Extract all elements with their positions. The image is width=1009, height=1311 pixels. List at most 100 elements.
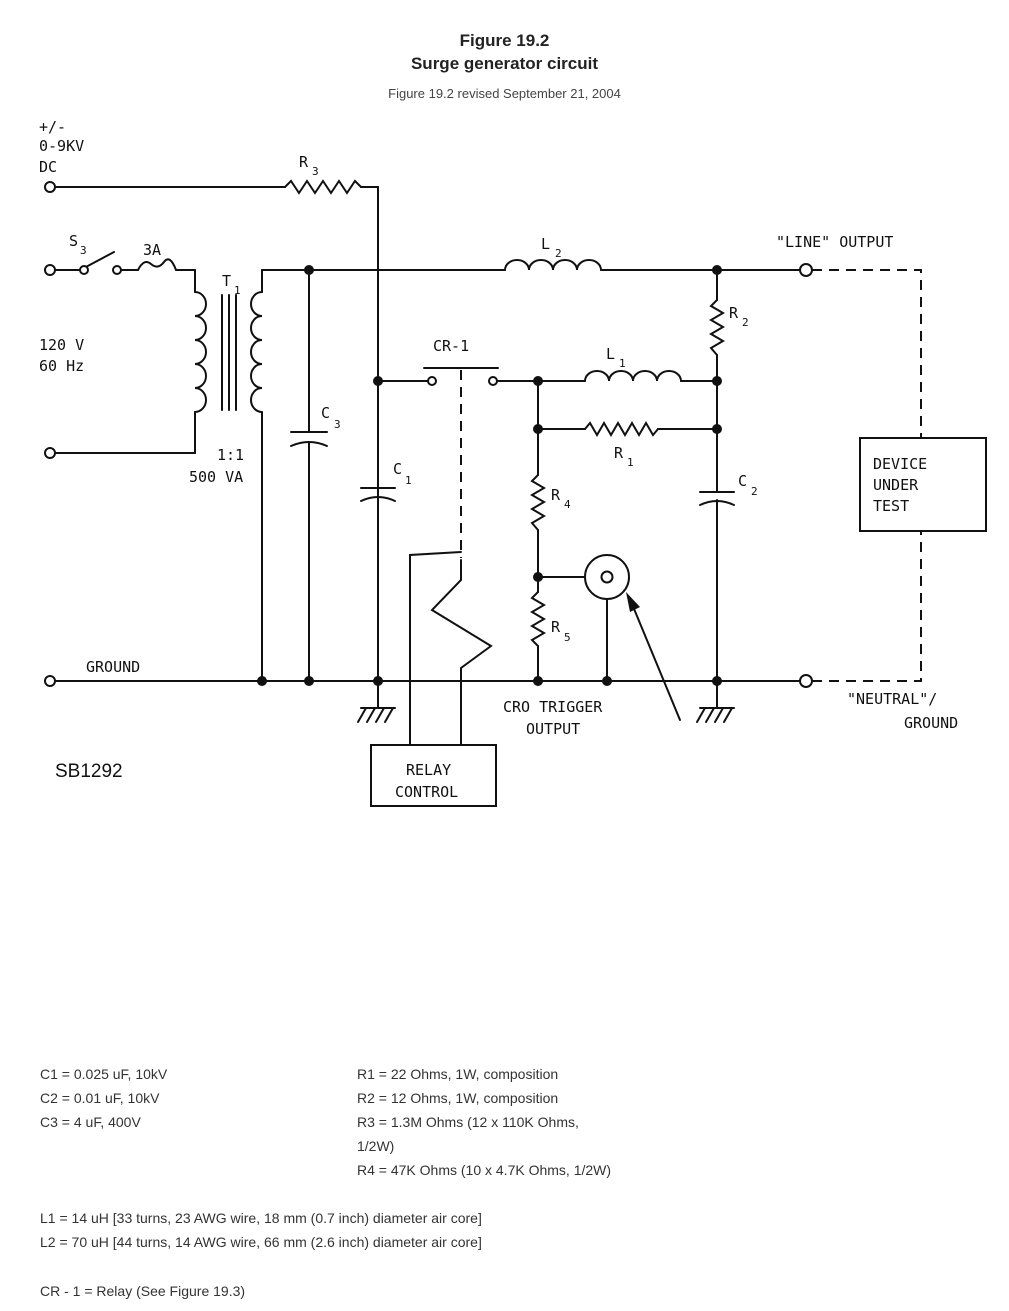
inductor-notes: L1 = 14 uH [33 turns, 23 AWG wire, 18 mm… [40,1206,482,1254]
cro-trigger-connector [584,554,630,600]
dc-polarity-label: +/- [39,118,66,136]
note-c2: C2 = 0.01 uF, 10kV [40,1090,160,1106]
c2-subscript: 2 [751,485,758,498]
relay-coil [430,559,493,746]
mains-voltage-label: 120 V [39,336,84,354]
device-under-test-box [859,437,987,532]
r4-resistor [530,474,546,531]
junction-dot [602,676,612,686]
c1-label: C [393,460,402,478]
junction-dot [533,572,543,582]
line-output-terminal [799,263,813,277]
note-r4: R4 = 47K Ohms (10 x 4.7K Ohms, 1/2W) [357,1162,612,1178]
dut-label-line1: DEVICE [873,455,927,473]
junction-dot [533,376,543,386]
r1-label: R [614,444,624,462]
ground-terminal [44,675,56,687]
c3-subscript: 3 [334,418,341,431]
surge-generator-schematic: +/- 0-9KV DC R 3 S 3 3A T 1 120 V 60 Hz … [39,118,987,807]
note-r3-cont: 1/2W) [357,1138,395,1154]
r5-label: R [551,618,561,636]
l2-label: L [541,235,550,253]
cr1-contact-left [427,376,437,386]
s3-subscript: 3 [80,244,87,257]
cro-trigger-label-line1: CRO TRIGGER [503,698,603,716]
relay-control-box [370,744,497,807]
note-l2: L2 = 70 uH [44 turns, 14 AWG wire, 66 mm… [40,1234,482,1250]
relay-control-label-line2: CONTROL [395,783,458,801]
line-output-label: "LINE" OUTPUT [776,233,893,251]
c3-label: C [321,404,330,422]
dut-line-lead [812,269,922,438]
s3-contact [112,265,122,275]
s3-pivot [79,265,89,275]
fuse-label: 3A [143,241,161,259]
fuse-3a [137,258,177,271]
cro-trigger-label-line2: OUTPUT [526,720,580,738]
note-c1: C1 = 0.025 uF, 10kV [40,1066,168,1082]
note-l1: L1 = 14 uH [33 turns, 23 AWG wire, 18 mm… [40,1210,482,1226]
l2-subscript: 2 [555,247,562,260]
mains-terminal-1 [44,264,56,276]
junction-dot [257,676,267,686]
junction-dot [712,265,722,275]
cr1-contact-right [488,376,498,386]
revision-note: Figure 19.2 revised September 21, 2004 [388,86,621,101]
c1-plate-bottom [360,496,396,502]
dc-input-terminal [44,181,56,193]
cro-pointer-line [631,603,681,721]
r2-resistor [709,299,725,356]
dc-label: DC [39,158,57,176]
s3-label: S [69,232,78,250]
transformer-ratio-label: 1:1 [217,446,244,464]
junction-dot [304,676,314,686]
drawing-id: SB1292 [55,761,123,782]
junction-dot [712,424,722,434]
r3-label: R [299,153,309,171]
junction-dot [533,676,543,686]
note-c3: C3 = 4 uF, 400V [40,1114,141,1130]
r4-label: R [551,486,561,504]
l1-label: L [606,345,615,363]
resistor-notes: R1 = 22 Ohms, 1W, composition R2 = 12 Oh… [357,1062,611,1182]
note-cr1: CR - 1 = Relay (See Figure 19.3) [40,1283,246,1299]
junction-dot [373,676,383,686]
r2-subscript: 2 [742,316,749,329]
neutral-label-line2: GROUND [904,714,958,732]
t1-primary-coil [194,291,207,413]
mains-frequency-label: 60 Hz [39,357,84,375]
neutral-label-line1: "NEUTRAL"/ [847,690,937,708]
relay-control-label-line1: RELAY [406,761,451,779]
junction-dot [373,376,383,386]
junction-dot [712,676,722,686]
note-r3: R3 = 1.3M Ohms (12 x 110K Ohms, [357,1114,579,1130]
cr1-label: CR-1 [433,337,469,355]
junction-dot [533,424,543,434]
r1-subscript: 1 [627,456,634,469]
dc-range-label: 0-9KV [39,137,84,155]
cro-pointer-arrowhead [626,592,640,612]
dut-label-line3: TEST [873,497,909,515]
figure-number: Figure 19.2 [459,31,550,50]
t1-label: T [222,272,231,290]
dut-label-line2: UNDER [873,476,919,494]
figure-title: Surge generator circuit [410,54,599,73]
l1-inductor [584,370,682,382]
note-r2: R2 = 12 Ohms, 1W, composition [357,1090,559,1106]
r2-label: R [729,304,739,322]
r5-resistor [530,591,546,647]
c1-subscript: 1 [405,474,412,487]
r4-subscript: 4 [564,498,571,511]
l1-subscript: 1 [619,357,626,370]
r1-resistor [584,421,659,437]
junction-dot [712,376,722,386]
neutral-output-terminal [799,674,813,688]
t1-subscript: 1 [234,284,241,297]
s3-switch-blade [83,251,115,269]
r3-resistor [284,179,362,195]
relay-note: CR - 1 = Relay (See Figure 19.3) [40,1279,245,1303]
transformer-rating-label: 500 VA [189,468,243,486]
capacitor-notes: C1 = 0.025 uF, 10kV C2 = 0.01 uF, 10kV C… [40,1062,167,1134]
c2-label: C [738,472,747,490]
mains-terminal-2 [44,447,56,459]
